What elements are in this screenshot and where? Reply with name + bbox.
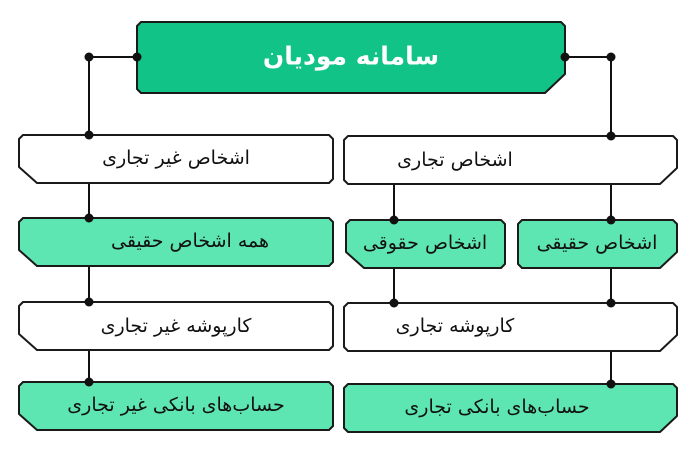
label: اشخاص تجاری	[397, 149, 513, 171]
node-commercial: اشخاص تجاری	[343, 135, 678, 185]
label: کارپوشه تجاری	[396, 315, 516, 337]
node-non-commercial-dashboard: کارپوشه غیر تجاری	[18, 301, 334, 351]
title-node: سامانه مودیان	[136, 21, 566, 94]
label: کارپوشه غیر تجاری	[101, 315, 253, 337]
connector-dots	[84, 52, 616, 389]
connector-title-left	[88, 56, 137, 135]
node-non-commercial: اشخاص غیر تجاری	[18, 134, 334, 184]
title-text: سامانه مودیان	[263, 42, 439, 72]
connector-title-right	[565, 56, 612, 136]
label: حساب‌های بانکی غیر تجاری	[67, 394, 284, 416]
node-natural-persons: اشخاص حقیقی	[517, 219, 678, 269]
label: اشخاص غیر تجاری	[102, 147, 250, 169]
node-commercial-dashboard: کارپوشه تجاری	[343, 302, 678, 352]
node-commercial-bank-accounts: حساب‌های بانکی تجاری	[343, 383, 678, 433]
node-all-natural-persons: همه اشخاص حقیقی	[18, 217, 334, 267]
label: اشخاص حقیقی	[537, 232, 658, 254]
node-non-commercial-bank-accounts: حساب‌های بانکی غیر تجاری	[18, 381, 334, 431]
label: اشخاص حقوقی	[363, 232, 487, 254]
node-legal-persons: اشخاص حقوقی	[345, 219, 506, 269]
label: همه اشخاص حقیقی	[111, 230, 269, 252]
label: حساب‌های بانکی تجاری	[404, 396, 589, 418]
